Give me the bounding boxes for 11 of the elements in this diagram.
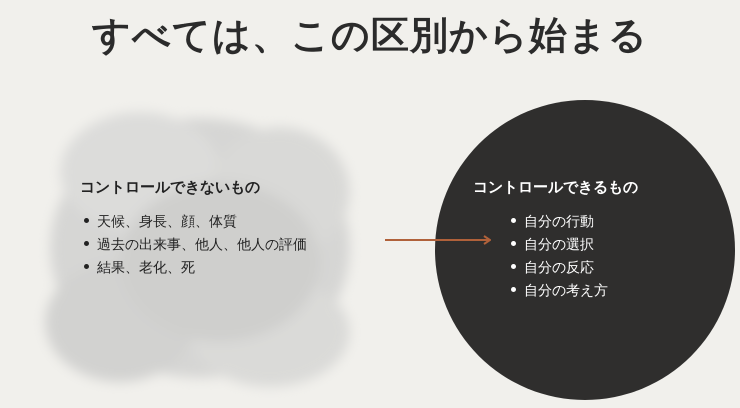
- group-heading: コントロールできないもの: [80, 178, 261, 197]
- list-item: 自分の選択: [524, 237, 594, 253]
- group-heading: コントロールできるもの: [473, 178, 638, 197]
- arrow: [385, 235, 491, 245]
- list-item: 自分の反応: [524, 260, 594, 276]
- list-item: 自分の考え方: [524, 283, 608, 299]
- list-item: 自分の行動: [524, 214, 594, 230]
- list-item: 天候、身長、顔、体質: [97, 214, 237, 230]
- list-item: 結果、老化、死: [97, 260, 195, 276]
- title: すべては、この区別から始まる: [91, 12, 649, 59]
- list-item: 過去の出来事、他人、他人の評価: [97, 237, 307, 253]
